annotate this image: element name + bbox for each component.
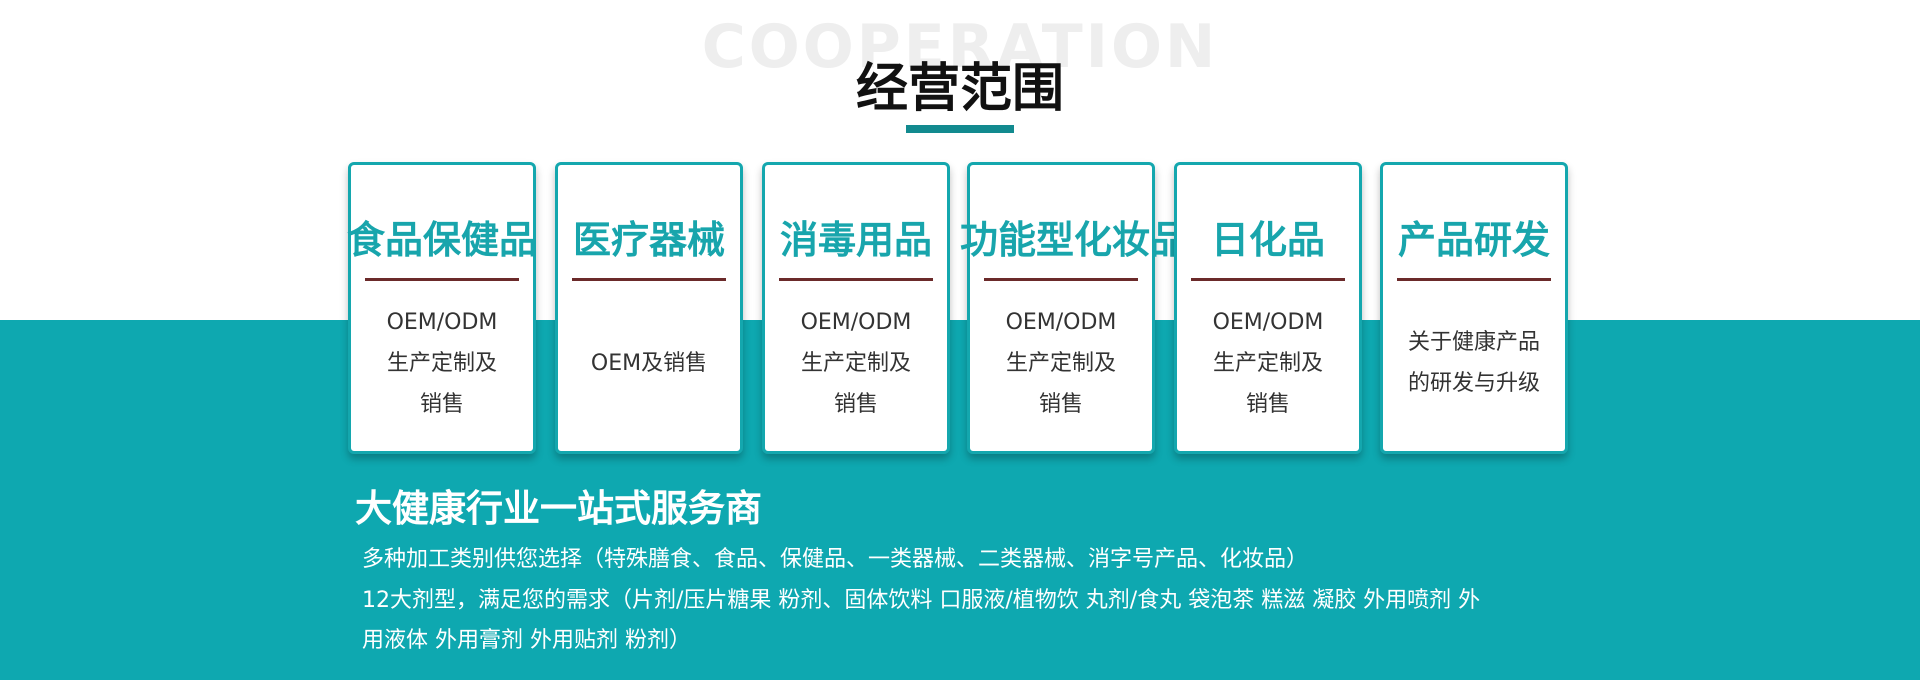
card-divider <box>984 278 1138 281</box>
card-description: OEM/ODM 生产定制及 销售 <box>800 309 912 417</box>
card-title: 消毒用品 <box>779 218 932 262</box>
teal-background-band <box>0 320 1920 680</box>
card-description: OEM及销售 <box>590 350 708 376</box>
section-title: 经营范围 <box>855 59 1064 119</box>
card-medical-devices[interactable]: 医疗器械 OEM及销售 <box>555 162 743 454</box>
card-functional-cosmetics[interactable]: 功能型化妆品 OEM/ODM 生产定制及 销售 <box>960 162 1188 454</box>
card-divider <box>572 278 726 281</box>
section-watermark: COOPERATION <box>701 12 1219 82</box>
card-title: 日化品 <box>1210 218 1325 262</box>
info-line-categories: 多种加工类别供您选择（特殊膳食、食品、保健品、一类器械、二类器械、消字号产品、化… <box>362 547 1309 572</box>
card-divider <box>1191 278 1345 281</box>
card-description: 关于健康产品 的研发与升级 <box>1407 330 1540 396</box>
info-heading: 大健康行业一站式服务商 <box>355 487 762 530</box>
card-divider <box>779 278 933 281</box>
card-divider <box>1397 278 1551 281</box>
business-scope-cards: 食品保健品 OEM/ODM 生产定制及 销售 医疗器械 OEM及销售 消毒用品 … <box>347 162 1572 458</box>
card-disinfection[interactable]: 消毒用品 OEM/ODM 生产定制及 销售 <box>762 162 950 454</box>
card-description: OEM/ODM 生产定制及 销售 <box>1212 309 1324 417</box>
card-title: 食品保健品 <box>346 218 537 262</box>
title-underline <box>906 125 1014 133</box>
card-daily-chemicals[interactable]: 日化品 OEM/ODM 生产定制及 销售 <box>1174 162 1362 454</box>
card-description: OEM/ODM 生产定制及 销售 <box>1005 309 1117 417</box>
card-title: 产品研发 <box>1397 218 1550 262</box>
info-line-dosage-forms-cont: 用液体 外用膏剂 外用贴剂 粉剂） <box>362 628 691 653</box>
card-food-health[interactable]: 食品保健品 OEM/ODM 生产定制及 销售 <box>347 162 537 454</box>
info-line-dosage-forms: 12大剂型，满足您的需求（片剂/压片糖果 粉剂、固体饮料 口服液/植物饮 丸剂/… <box>362 588 1481 613</box>
card-description: OEM/ODM 生产定制及 销售 <box>386 309 498 417</box>
card-title: 医疗器械 <box>572 218 725 262</box>
card-divider <box>365 278 519 281</box>
card-product-rd[interactable]: 产品研发 关于健康产品 的研发与升级 <box>1380 162 1568 454</box>
card-title: 功能型化妆品 <box>960 218 1189 262</box>
